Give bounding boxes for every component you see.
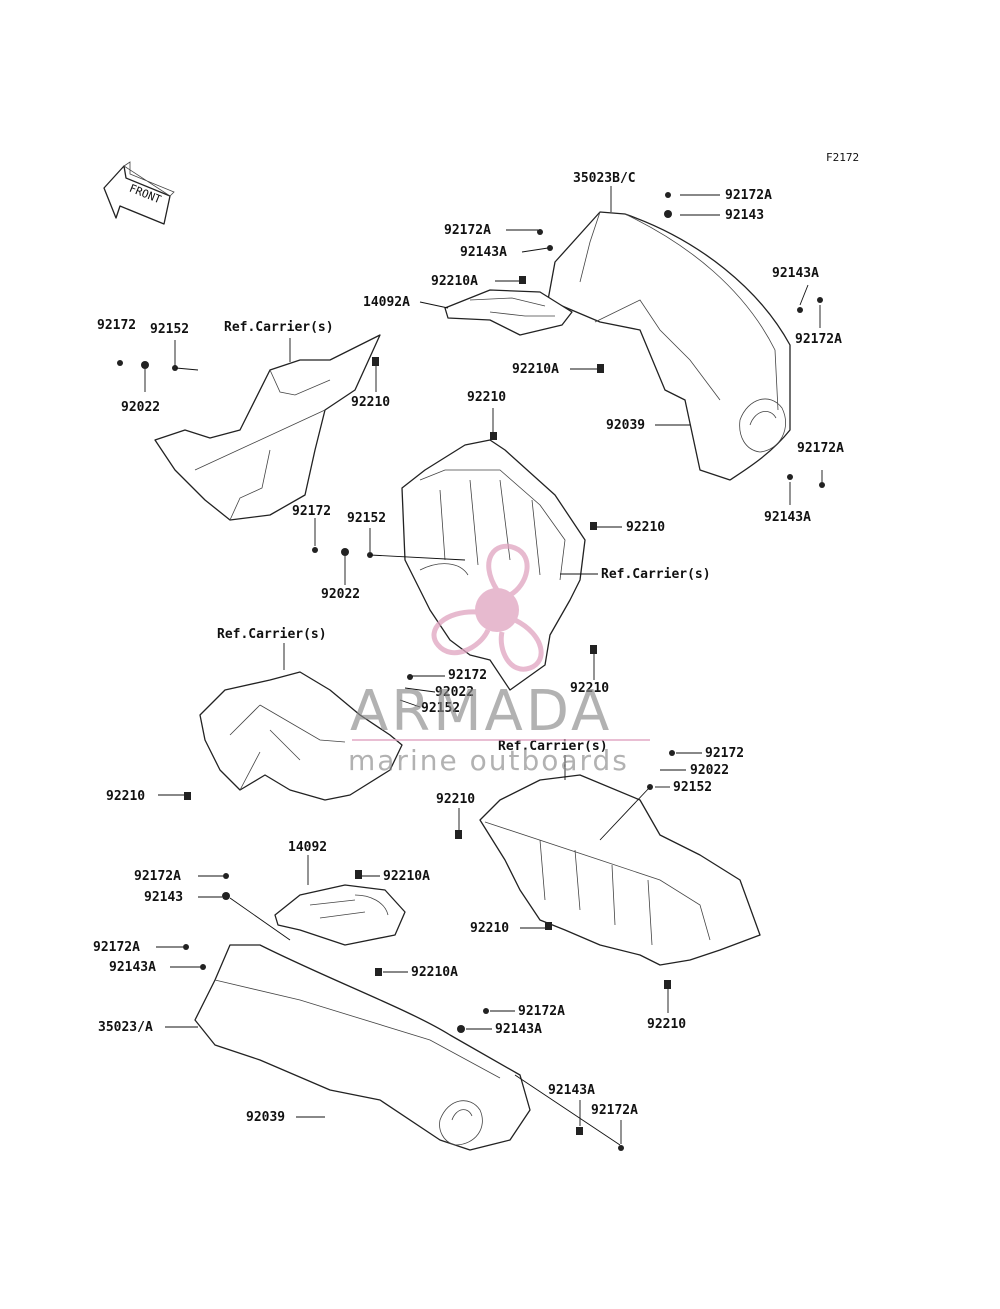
label-92172a: 92172A — [797, 441, 844, 456]
label-92022: 92022 — [121, 400, 160, 415]
label-92172: 92172 — [292, 504, 331, 519]
label-92172a: 92172A — [725, 188, 772, 203]
label-92210: 92210 — [626, 520, 665, 535]
label-92172: 92172 — [448, 668, 487, 683]
label-92143a: 92143A — [460, 245, 507, 260]
watermark-tagline: marine outboards — [348, 744, 629, 777]
label-92172: 92172 — [97, 318, 136, 333]
inner-fender-upper-left — [154, 334, 381, 521]
label-92143a: 92143A — [772, 266, 819, 281]
label-92152: 92152 — [347, 511, 386, 526]
label-92210a: 92210A — [411, 965, 458, 980]
label-35023-a: 35023/A — [98, 1020, 153, 1035]
label-92210: 92210 — [106, 789, 145, 804]
label-92022: 92022 — [690, 763, 729, 778]
label-92210a: 92210A — [383, 869, 430, 884]
label-92172a: 92172A — [795, 332, 842, 347]
label-92152: 92152 — [673, 780, 712, 795]
label-92172a: 92172A — [134, 869, 181, 884]
label-92172: 92172 — [705, 746, 744, 761]
label-14092a: 14092A — [363, 295, 410, 310]
label-92152: 92152 — [421, 701, 460, 716]
label-92022: 92022 — [321, 587, 360, 602]
label-92172a: 92172A — [591, 1103, 638, 1118]
label-14092: 14092 — [288, 840, 327, 855]
carrier-box-center — [401, 439, 586, 691]
label-92210a: 92210A — [512, 362, 559, 377]
part-labels: 35023B/C 92172A 92143 92172A 92143A 9221… — [93, 171, 844, 1125]
label-92172a: 92172A — [93, 940, 140, 955]
label-ref-carrier: Ref.Carrier(s) — [601, 567, 711, 582]
leader-lines — [117, 186, 825, 1151]
label-92022: 92022 — [435, 685, 474, 700]
watermark: ARMADA marine outboards — [348, 543, 650, 777]
label-92210: 92210 — [470, 921, 509, 936]
label-92143a: 92143A — [548, 1083, 595, 1098]
label-92039: 92039 — [606, 418, 645, 433]
figure-code: F2172 — [826, 151, 859, 164]
label-92210: 92210 — [467, 390, 506, 405]
watermark-brand: ARMADA — [350, 679, 612, 744]
label-35023b-c: 35023B/C — [573, 171, 636, 186]
label-92039: 92039 — [246, 1110, 285, 1125]
label-92210a: 92210A — [431, 274, 478, 289]
label-ref-carrier: Ref.Carrier(s) — [217, 627, 327, 642]
fender-rear-lower — [194, 944, 531, 1151]
label-ref-carrier: Ref.Carrier(s) — [224, 320, 334, 335]
label-92210: 92210 — [351, 395, 390, 410]
label-92143: 92143 — [725, 208, 764, 223]
carrier-box-lower-right — [479, 774, 761, 966]
label-92143a: 92143A — [109, 960, 156, 975]
label-ref-carrier: Ref.Carrier(s) — [498, 739, 608, 754]
inner-fender-middle-left — [199, 671, 403, 801]
label-92210: 92210 — [647, 1017, 686, 1032]
label-92210: 92210 — [436, 792, 475, 807]
front-arrow-icon: FRONT — [103, 161, 175, 225]
propeller-logo-icon — [431, 543, 544, 672]
fender-rear-upper — [547, 211, 791, 481]
label-92172a: 92172A — [444, 223, 491, 238]
cover-14092 — [274, 884, 406, 946]
cover-14092a — [444, 289, 573, 336]
label-92143a: 92143A — [764, 510, 811, 525]
label-92210: 92210 — [570, 681, 609, 696]
label-92152: 92152 — [150, 322, 189, 337]
label-92172a: 92172A — [518, 1004, 565, 1019]
label-92143a: 92143A — [495, 1022, 542, 1037]
label-92143: 92143 — [144, 890, 183, 905]
